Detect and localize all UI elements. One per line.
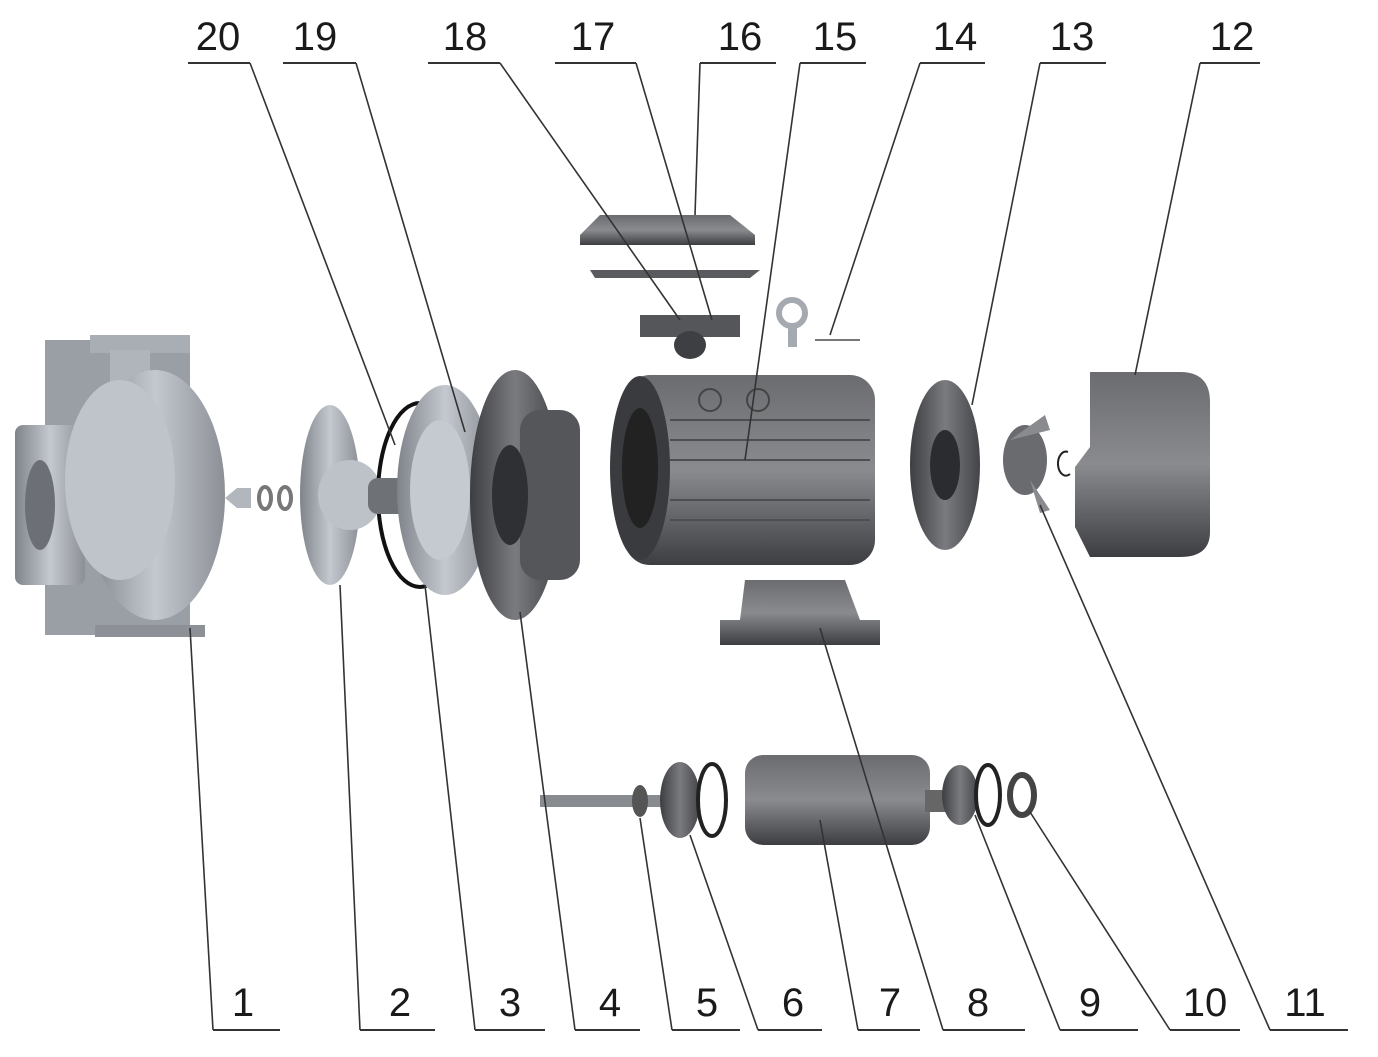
part-1-pump-casing (15, 335, 225, 637)
part-7-rotor-shaft (540, 755, 955, 845)
label-17: 17 (571, 15, 616, 59)
part-14-eye-bolt (776, 297, 860, 347)
callout-4: 4 (519, 611, 640, 1031)
callout-19: 19 (283, 15, 466, 433)
part-9-bearing (942, 763, 1002, 827)
part-15-motor-housing (610, 375, 875, 565)
callout-17: 17 (555, 15, 713, 321)
top-callouts: 20 19 18 17 16 15 14 13 12 (188, 15, 1260, 461)
callout-14: 14 (829, 15, 985, 336)
part-8-motor-foot (720, 580, 880, 645)
callout-20: 20 (188, 15, 396, 446)
part-19-seal-cover (397, 385, 493, 595)
part-11-fan (1003, 415, 1071, 513)
label-18: 18 (443, 15, 488, 59)
callout-9: 9 (974, 814, 1138, 1031)
label-13: 13 (1050, 15, 1095, 59)
label-1: 1 (232, 981, 254, 1025)
callout-8: 8 (819, 627, 1025, 1031)
callout-10: 10 (1029, 811, 1240, 1031)
callout-16: 16 (694, 15, 776, 216)
part-2-impeller (300, 405, 382, 585)
callout-5: 5 (639, 817, 740, 1031)
callout-7: 7 (819, 819, 920, 1031)
part-nut-washers (225, 485, 293, 511)
label-5: 5 (696, 981, 718, 1025)
part-10-wave-washer (1007, 772, 1037, 818)
callout-12: 12 (1134, 15, 1260, 376)
label-12: 12 (1210, 15, 1255, 59)
label-2: 2 (389, 981, 411, 1025)
label-4: 4 (599, 981, 621, 1025)
callout-1: 1 (189, 627, 280, 1031)
part-12-fan-cover (1075, 372, 1210, 557)
label-8: 8 (967, 981, 989, 1025)
part-16-terminal-box-cover (580, 215, 755, 245)
part-4-bracket (470, 370, 580, 620)
label-16: 16 (718, 15, 763, 59)
callout-3: 3 (424, 584, 545, 1031)
label-19: 19 (293, 15, 338, 59)
callout-13: 13 (971, 15, 1106, 406)
label-11: 11 (1284, 981, 1326, 1025)
part-18-terminal-block (640, 315, 740, 359)
part-6-bearing (660, 762, 728, 838)
label-6: 6 (782, 981, 804, 1025)
callout-15: 15 (744, 15, 866, 461)
label-20: 20 (196, 15, 241, 59)
label-14: 14 (933, 15, 978, 59)
label-15: 15 (813, 15, 858, 59)
callout-11: 11 (1039, 504, 1348, 1031)
callout-2: 2 (339, 584, 435, 1031)
label-10: 10 (1183, 981, 1228, 1025)
part-17-gasket (590, 270, 760, 278)
bottom-callouts: 1 2 3 4 5 6 7 8 9 10 11 (189, 504, 1348, 1031)
label-7: 7 (879, 981, 901, 1025)
callout-18: 18 (428, 15, 681, 321)
label-3: 3 (499, 981, 521, 1025)
callout-6: 6 (689, 834, 822, 1031)
label-9: 9 (1079, 981, 1101, 1025)
part-13-rear-end-cover (910, 380, 980, 550)
